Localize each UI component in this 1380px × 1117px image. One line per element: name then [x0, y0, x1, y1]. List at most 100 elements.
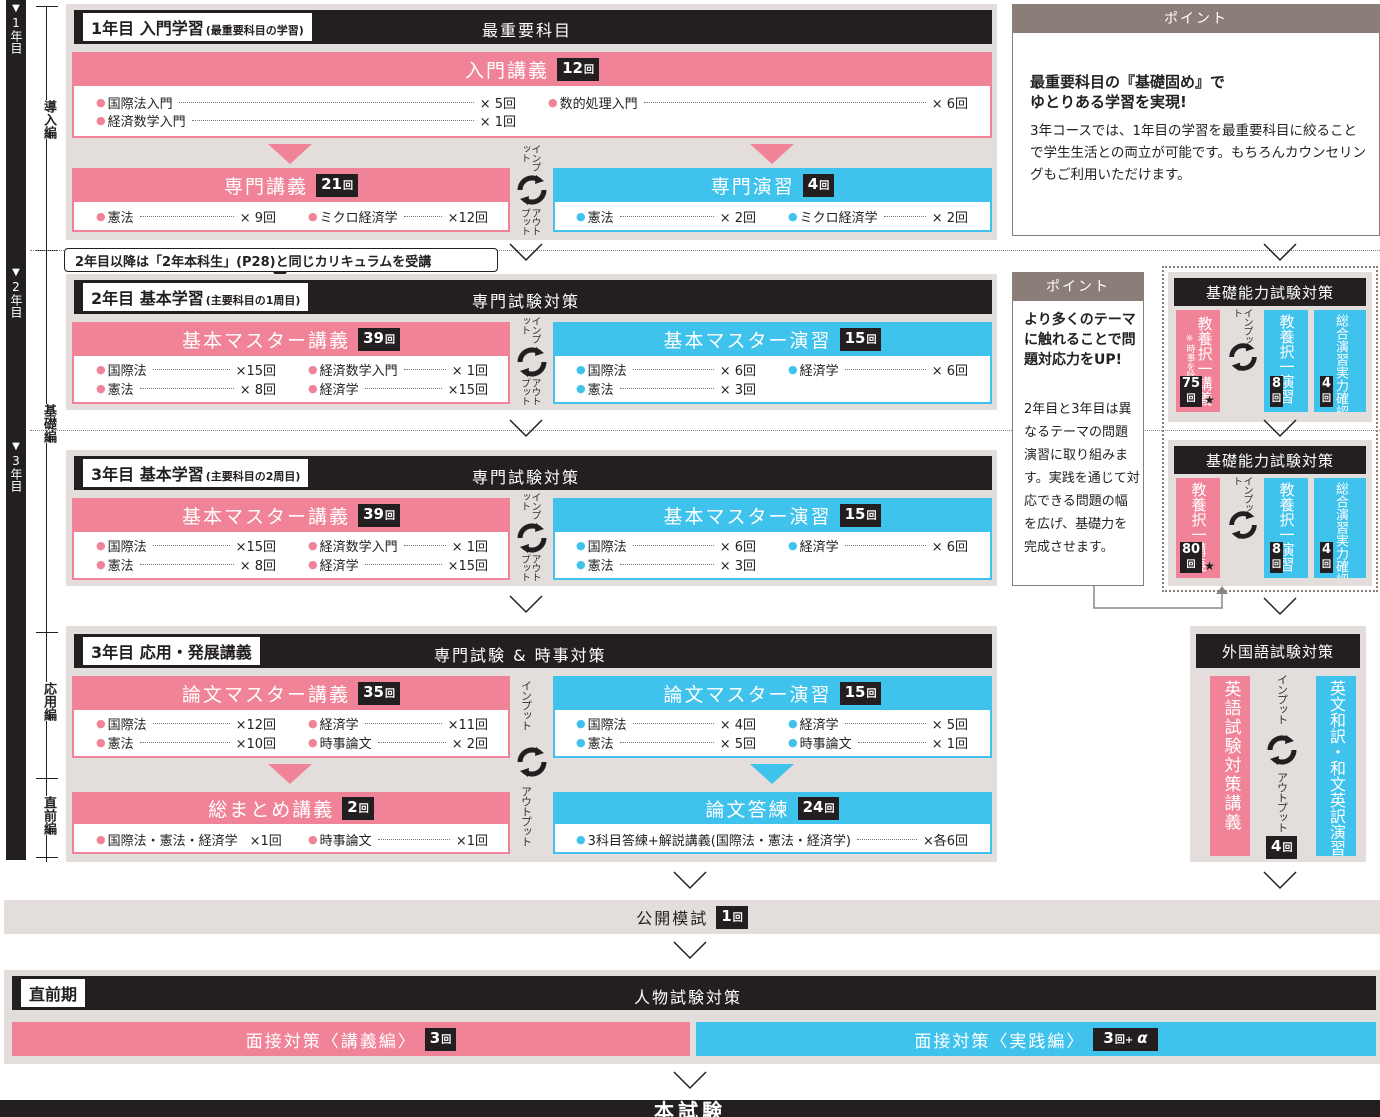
input-label: インプット	[518, 492, 541, 519]
kiso-dotted-frame	[1162, 266, 1378, 592]
input-label: インプット	[1230, 476, 1253, 512]
list-item: ●経済学× 6回	[788, 539, 968, 555]
kiso2-header: 基礎能力試験対策	[1174, 446, 1366, 474]
section-intro: 導入編	[38, 100, 56, 139]
list-item: ●経済数学入門× 1回	[308, 539, 488, 555]
list-item: ●経済数学入門× 1回	[308, 363, 488, 379]
list-item: ●時事論文× 2回	[308, 736, 488, 752]
year3-applied-tag: 3年目 応用・発展講義	[83, 637, 260, 665]
foreign-header: 外国語試験対策	[1196, 634, 1360, 668]
chevron-down-icon	[1263, 597, 1297, 616]
list-item: ●国際法× 4回	[576, 717, 756, 733]
list-item: ●国際法×15回	[96, 539, 276, 555]
spec-lecture-list	[72, 202, 510, 232]
point1-header: ポイント	[1012, 4, 1380, 32]
output-label: アウトプット	[518, 378, 541, 405]
flow-arrow	[750, 764, 794, 784]
year1-header: 1年目 入門学習(最重要科目の学習)	[74, 10, 992, 44]
list-item: ●数的処理入門× 6回	[548, 96, 968, 112]
year1-center-title: 最重要科目	[482, 21, 573, 40]
list-item: ●国際法入門× 5回	[96, 96, 516, 112]
year3-applied-center-title: 専門試験 & 時事対策	[434, 646, 607, 665]
y2-lecture-list	[72, 356, 510, 404]
list-item: ●ミクロ経済学× 2回	[788, 210, 968, 226]
list-item: ●国際法×15回	[96, 363, 276, 379]
year3-applied-header: 3年目 応用・発展講義	[74, 634, 992, 668]
kiso1-header: 基礎能力試験対策	[1174, 278, 1366, 306]
list-item: ●憲法× 9回	[96, 210, 276, 226]
year2-header: 2年目 基本学習(主要科目の1周目)	[74, 280, 992, 314]
year3-center-title: 専門試験対策	[472, 468, 581, 487]
flow-arrow	[750, 144, 794, 164]
callout: 2年目以降は「2年本科生」(P28)と同じカリキュラムを受講	[64, 248, 498, 272]
axis-tick	[36, 857, 58, 858]
point1-headline: 最重要科目の『基礎固め』でゆとりある学習を実現!	[1030, 73, 1226, 111]
output-label: アウトプット	[519, 786, 533, 846]
chevron-down-icon	[509, 243, 543, 262]
point2-box	[1012, 300, 1144, 586]
final-period-header: 直前期	[12, 976, 1376, 1010]
list-item: ●時事論文×1回	[308, 833, 488, 849]
foreign-col-lecture: 英語試験対策講義	[1210, 676, 1250, 856]
output-label: アウトプット	[518, 208, 541, 235]
axis-tick	[36, 778, 58, 779]
y3-practice-list	[553, 532, 992, 580]
cycle-icon	[1229, 510, 1257, 540]
list-item: ●憲法× 8回	[96, 558, 276, 574]
year-sidebar	[6, 0, 26, 860]
cycle-icon	[517, 347, 547, 377]
list-item: ●3科目答練+解説講義(国際法・憲法・経済学)×各6回	[576, 833, 968, 849]
flow-arrow	[268, 144, 312, 164]
list-item: ●憲法× 3回	[576, 382, 756, 398]
y3-lecture-list	[72, 532, 510, 580]
cycle-icon	[1229, 342, 1257, 372]
essay-lecture-list	[72, 710, 510, 758]
output-label: アウトプット	[1275, 772, 1289, 832]
input-label: インプット	[518, 144, 541, 171]
year2-label: ▼2年目	[9, 267, 23, 318]
list-item: ●憲法×10回	[96, 736, 276, 752]
chevron-down-icon	[1263, 419, 1297, 438]
point2-header: ポイント	[1012, 272, 1144, 300]
list-item: ●憲法× 5回	[576, 736, 756, 752]
list-item: ●憲法× 8回	[96, 382, 276, 398]
year1-label: ▼1年目	[9, 3, 23, 54]
final-period-tag: 直前期	[21, 979, 86, 1007]
list-item: ●経済学×15回	[308, 558, 488, 574]
list-item: ●国際法×12回	[96, 717, 276, 733]
list-item: ●経済数学入門× 1回	[96, 114, 516, 130]
separator	[30, 250, 1380, 251]
list-item: ●国際法× 6回	[576, 363, 756, 379]
spec-practice-list	[553, 202, 992, 232]
list-item: ●経済学×15回	[308, 382, 488, 398]
chevron-down-icon	[1263, 871, 1297, 890]
flow-arrow	[268, 764, 312, 784]
y2-practice-list	[553, 356, 992, 404]
output-label: アウトプット	[518, 554, 541, 581]
year3-header: 3年目 基本学習(主要科目の2周目)	[74, 456, 992, 490]
input-label: インプット	[1230, 308, 1253, 344]
list-item: ●経済学×11回	[308, 717, 488, 733]
final-center-title: 人物試験対策	[634, 988, 743, 1007]
chevron-down-icon	[673, 941, 707, 960]
year3-label: ▼3年目	[9, 441, 23, 492]
axis-tick	[36, 6, 58, 7]
section-applied: 応用編	[38, 682, 56, 721]
list-item: ●国際法・憲法・経済学×1回	[96, 833, 282, 849]
list-item: ●ミクロ経済学×12回	[308, 210, 488, 226]
